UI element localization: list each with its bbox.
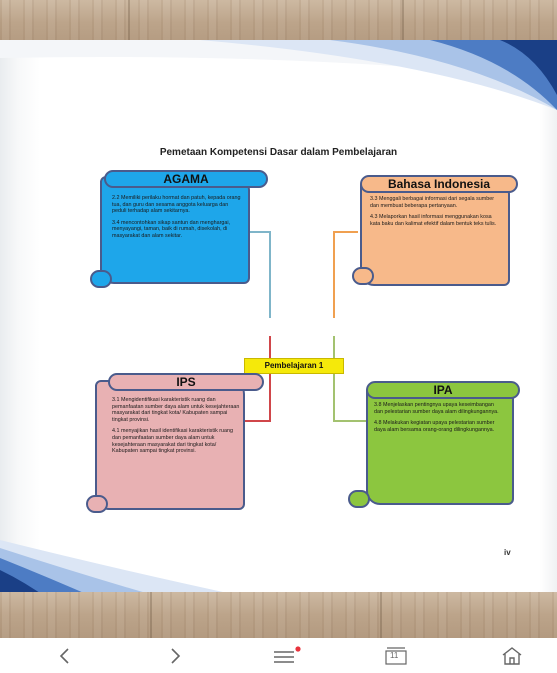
ipa-card bbox=[366, 385, 514, 505]
ips-text: 3.1 Mengidentifikasi karakteristik ruang… bbox=[112, 397, 242, 460]
connector-agama bbox=[248, 231, 271, 318]
calendar-tabs-icon bbox=[385, 646, 407, 665]
ipa-kd-1: 3.8 Menjelaskan pentingnya upaya keseimb… bbox=[374, 402, 499, 415]
menu-icon bbox=[274, 645, 301, 663]
bahasa-kd-1: 3.3 Menggali berbagai informasi dari seg… bbox=[370, 196, 495, 209]
ipa-kd-2: 4.8 Melakukan kegiatan upaya pelestarian… bbox=[374, 420, 495, 433]
home-icon bbox=[502, 646, 522, 665]
ipa-heading: IPA bbox=[366, 381, 520, 399]
calendar-day-number: 11 bbox=[390, 651, 399, 660]
tabs-button[interactable]: 11 bbox=[376, 638, 416, 673]
agama-kd-2: 3.4 mencontohkan sikap santun dan mengha… bbox=[112, 219, 231, 239]
agama-kd-1: 2.2 Memiliki perilaku hormat dan patuh, … bbox=[112, 195, 241, 215]
bahasa-text: 3.3 Menggali berbagai informasi dari seg… bbox=[370, 196, 502, 232]
agama-text: 2.2 Memiliki perilaku hormat dan patuh, … bbox=[112, 195, 244, 245]
wood-frame-top bbox=[0, 0, 557, 46]
center-pembelajaran-label: Pembelajaran 1 bbox=[244, 358, 344, 374]
ips-kd-2: 4.1 menyajikan hasil identifikasi karakt… bbox=[112, 428, 234, 455]
home-button[interactable] bbox=[492, 638, 532, 673]
agama-scroll-curl bbox=[90, 270, 112, 288]
chevron-right-icon bbox=[171, 647, 181, 664]
menu-button[interactable] bbox=[266, 638, 306, 673]
ips-kd-1: 3.1 Mengidentifikasi karakteristik ruang… bbox=[112, 397, 240, 423]
connector-ipa bbox=[333, 336, 366, 422]
connector-bahasa bbox=[333, 231, 358, 318]
bahasa-scroll-curl bbox=[352, 267, 374, 285]
agama-card bbox=[100, 176, 250, 284]
ips-heading: IPS bbox=[108, 373, 264, 391]
forward-button[interactable] bbox=[156, 638, 196, 673]
ips-scroll-curl bbox=[86, 495, 108, 513]
ipa-text: 3.8 Menjelaskan pentingnya upaya keseimb… bbox=[374, 402, 504, 438]
page-decoration-top bbox=[0, 40, 557, 110]
wood-frame-bottom bbox=[0, 592, 557, 638]
bahasa-card bbox=[360, 180, 510, 286]
connector-lines bbox=[245, 231, 366, 422]
bahasa-kd-2: 4.3 Melaporkan hasil informasi menggunak… bbox=[370, 214, 497, 227]
back-button[interactable] bbox=[44, 638, 84, 673]
agama-heading: AGAMA bbox=[104, 170, 268, 188]
page-number: iv bbox=[504, 548, 511, 557]
page-title: Pemetaan Kompetensi Dasar dalam Pembelaj… bbox=[159, 147, 398, 158]
bottom-navigation-bar: 11 bbox=[0, 638, 557, 673]
ipa-scroll-curl bbox=[348, 490, 370, 508]
book-page: Pemetaan Kompetensi Dasar dalam Pembelaj… bbox=[0, 40, 557, 600]
chevron-left-icon bbox=[59, 647, 69, 664]
ips-card bbox=[95, 380, 245, 510]
notification-dot-icon bbox=[295, 645, 301, 652]
bahasa-heading: Bahasa Indonesia bbox=[360, 175, 518, 193]
